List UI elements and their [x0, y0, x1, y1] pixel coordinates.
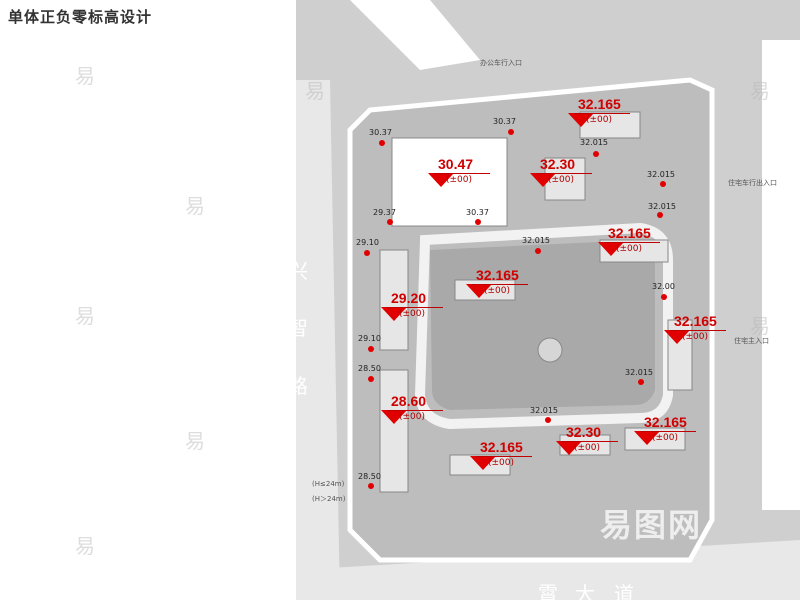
triangle-icon [568, 113, 594, 127]
plaza-circle [537, 337, 563, 363]
east-block [762, 40, 800, 510]
gate-residential-east: 住宅车行出入口 [728, 179, 777, 187]
spot-level: 29.10 [358, 334, 381, 343]
triangle-icon [428, 173, 454, 187]
road-name-char: 兴 [288, 259, 308, 283]
zero-label: (±00) [682, 332, 709, 342]
spot-level-dot [368, 483, 374, 489]
zero-label: (±00) [484, 286, 511, 296]
road-north [350, 0, 480, 70]
watermark: 易 [185, 429, 205, 453]
spot-level: 29.10 [356, 238, 379, 247]
spot-level: 32.015 [625, 368, 653, 377]
watermark: 易 [75, 534, 95, 558]
triangle-icon [381, 410, 407, 424]
spot-level: 32.015 [648, 202, 676, 211]
spot-level-dot [368, 376, 374, 382]
elevation-value: 32.165 [476, 267, 519, 283]
ring-road [414, 222, 673, 430]
spot-level-dot [660, 181, 666, 187]
spot-level-dot [364, 250, 370, 256]
spot-level: 30.37 [466, 208, 489, 217]
height-note: (H≤24m) [312, 480, 345, 488]
spot-level-dot [535, 248, 541, 254]
road-name-char: 路 [288, 374, 308, 398]
triangle-icon [466, 284, 492, 298]
zero-label: (±00) [548, 175, 575, 185]
spot-level: 30.37 [369, 128, 392, 137]
elevation-value: 30.47 [438, 156, 474, 172]
watermark: 易 [305, 79, 325, 103]
spot-level: 32.015 [530, 406, 558, 415]
elevation-value: 32.165 [608, 225, 651, 241]
spot-level-dot [475, 219, 481, 225]
watermark: 易 [75, 64, 95, 88]
spot-level-dots [364, 129, 667, 489]
zero-label: (±00) [652, 433, 679, 443]
watermark: 易 [750, 79, 770, 103]
elevation-value: 32.165 [578, 96, 621, 112]
gate-residential-main: 住宅主入口 [734, 337, 769, 345]
watermark: 易 [75, 304, 95, 328]
elevation-value: 28.60 [391, 393, 427, 409]
triangle-icon [556, 441, 582, 455]
triangle-icon [664, 330, 690, 344]
spot-level-dot [661, 294, 667, 300]
spot-level-dot [638, 379, 644, 385]
elevation-value: 32.165 [644, 414, 687, 430]
spot-level: 32.015 [522, 236, 550, 245]
spot-level: 30.37 [493, 117, 516, 126]
triangle-icon [530, 173, 556, 187]
zero-label: (±00) [399, 412, 426, 422]
zero-label: (±00) [616, 244, 643, 254]
watermark: 易 [185, 194, 205, 218]
road-name-char: 道 [614, 582, 634, 606]
spot-level: 32.00 [652, 282, 675, 291]
spot-level-dot [368, 346, 374, 352]
triangle-icon [381, 307, 407, 321]
road-west [296, 80, 340, 600]
road-name-char: 大 [575, 582, 595, 606]
zero-label: (±00) [586, 115, 613, 125]
spot-level-dot [387, 219, 393, 225]
zero-label: (±00) [574, 443, 601, 453]
road-name-char: 智 [288, 316, 308, 340]
triangle-icon [634, 431, 660, 445]
spot-level: 28.50 [358, 364, 381, 373]
spot-level: 32.015 [580, 138, 608, 147]
page-title: 单体正负零标高设计 [8, 8, 153, 26]
gate-office-entrance: 办公车行入口 [480, 59, 522, 67]
building-west-1 [379, 249, 409, 351]
elevation-value: 29.20 [391, 290, 427, 306]
brand-watermark: 易图网 [600, 506, 703, 544]
zero-label: (±00) [399, 309, 426, 319]
elevation-value: 32.30 [566, 424, 602, 440]
building-west-2 [379, 369, 409, 493]
height-note: (H＞24m) [312, 495, 346, 503]
elevation-value: 32.30 [540, 156, 576, 172]
zero-label: (±00) [488, 458, 515, 468]
spot-level-dot [379, 140, 385, 146]
central-garden [430, 240, 655, 410]
triangle-icon [598, 242, 624, 256]
elevation-value: 32.165 [480, 439, 523, 455]
watermark: 易 [750, 314, 770, 338]
road-name-char: 霄 [538, 582, 558, 606]
spot-level-dot [657, 212, 663, 218]
spot-level-dot [545, 417, 551, 423]
spot-level-dot [593, 151, 599, 157]
triangle-icon [470, 456, 496, 470]
zero-label: (±00) [446, 175, 473, 185]
spot-level: 32.015 [647, 170, 675, 179]
spot-level: 28.50 [358, 472, 381, 481]
spot-level: 29.37 [373, 208, 396, 217]
elevation-value: 32.165 [674, 313, 717, 329]
spot-level-dot [508, 129, 514, 135]
